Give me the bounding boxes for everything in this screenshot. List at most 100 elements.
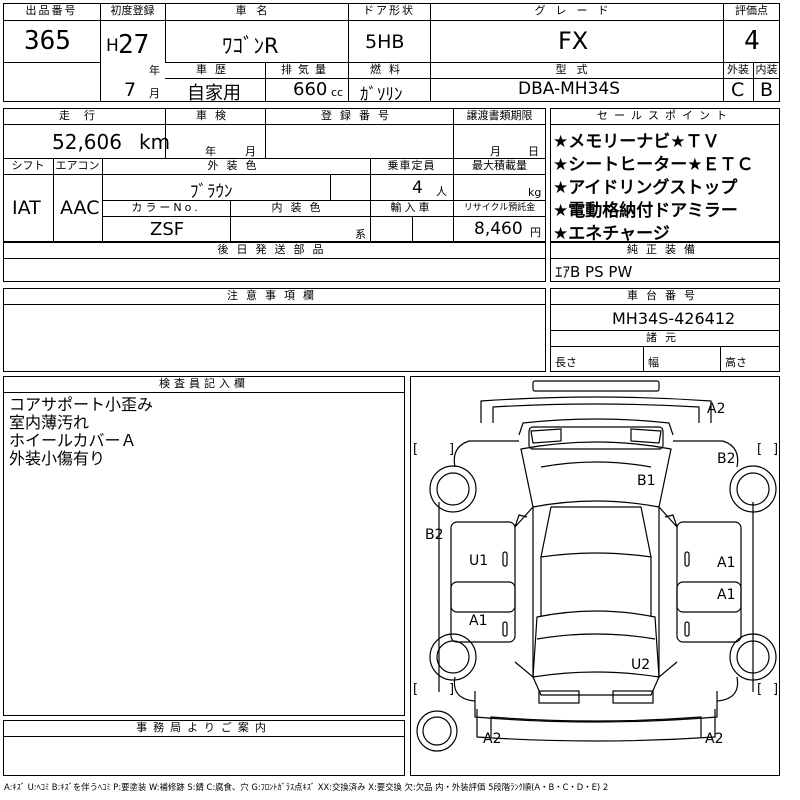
grade-value: FX <box>558 27 589 55</box>
name-value: ﾜｺﾞﾝR <box>222 34 279 58</box>
tire-icon <box>729 465 777 513</box>
interior-grade-label: 内装 <box>755 63 778 76</box>
later-parts-label: 後日発送部品 <box>217 243 332 256</box>
sales-point-item: ★電動格納付ドアミラー <box>553 201 738 221</box>
damage-mark: B2 <box>425 527 444 543</box>
plate-label: 登録番号 <box>321 109 397 122</box>
damage-mark: A2 <box>705 731 723 747</box>
caution-section <box>3 288 546 372</box>
sales-point-item: ★メモリーナビ★ＴＶ <box>553 132 720 152</box>
sales-point-item: ★エネチャージ <box>553 224 670 244</box>
fuel-label: 燃料 <box>370 63 408 76</box>
model-value: DBA-MH34S <box>518 79 621 99</box>
color-no-value: ZSF <box>150 219 185 240</box>
year-value: 27 <box>118 30 150 60</box>
mileage-label: 走行 <box>59 109 109 122</box>
chassis-value: MH34S-426412 <box>612 309 736 328</box>
brackets: [ ] [ ] [ ] [ ] <box>413 442 778 697</box>
seats-value: 4 <box>412 178 423 198</box>
history-value: 自家用 <box>187 83 241 104</box>
import-label: 輸入車 <box>390 201 433 214</box>
inspector-label: 検査員記入欄 <box>159 377 249 390</box>
damage-mark: A1 <box>717 587 735 603</box>
damage-mark: A1 <box>717 555 735 571</box>
lot-value: 365 <box>24 26 71 56</box>
mileage-value: 52,606 <box>52 130 122 154</box>
year-unit: 年 <box>149 64 160 77</box>
later-parts-section <box>3 242 546 282</box>
sales-point-item: ★シートヒーター★ＥＴＣ <box>553 155 754 175</box>
ac-value: AAC <box>60 197 100 219</box>
recycle-label: リサイクル預託金 <box>463 203 536 213</box>
displacement-unit: cc <box>331 86 344 99</box>
interior-grade-value: B <box>760 79 774 101</box>
recycle-value: 8,460 <box>474 219 523 239</box>
damage-mark: U1 <box>469 553 488 569</box>
bracket: [ <box>757 682 762 697</box>
bracket: ] <box>773 442 778 457</box>
tire-icon <box>429 465 477 513</box>
equipment-label: 純正装備 <box>627 243 703 256</box>
inspector-note: 室内薄汚れ <box>9 413 90 432</box>
era-letter: H <box>106 36 119 56</box>
office-notice-label: 事務局よりご案内 <box>136 721 272 734</box>
reg-label: 初度登録 <box>110 4 155 17</box>
door-value: 5HB <box>365 31 405 53</box>
ac-label: エアコン <box>55 159 100 172</box>
score-value: 4 <box>744 26 760 56</box>
int-color-label: 内装色 <box>271 201 329 214</box>
chassis-label: 車台番号 <box>627 289 703 302</box>
mileage-unit: km <box>139 130 171 154</box>
damage-mark: U2 <box>631 657 650 673</box>
header-section <box>3 3 780 102</box>
tire-icon <box>429 633 477 681</box>
caution-label: 注意事項欄 <box>227 289 322 302</box>
load-unit: kg <box>528 186 542 199</box>
car-outline-diagram: A2 B2 B1 B2 U1 A1 A1 A1 U2 A2 A2 [ ] [ ]… <box>413 380 778 752</box>
equipment-section <box>550 242 780 282</box>
inspector-note: ホイールカバーＡ <box>9 431 137 450</box>
lot-label: 出品番号 <box>25 4 78 17</box>
sales-points-section <box>550 108 780 242</box>
door-label: ドア形状 <box>363 4 415 17</box>
month-value: 7 <box>124 79 137 101</box>
spare-tire-icon <box>416 710 458 752</box>
seats-label: 乗車定員 <box>387 159 436 172</box>
damage-mark: B1 <box>637 473 656 489</box>
details-section <box>3 108 546 242</box>
tires <box>416 465 777 752</box>
inspector-note: 外装小傷有り <box>9 449 106 468</box>
load-label: 最大積載量 <box>472 159 527 172</box>
seats-unit: 人 <box>436 185 447 198</box>
color-no-label: カラーNo. <box>131 201 201 214</box>
damage-diagram: A2 B2 B1 B2 U1 A1 A1 A1 U2 A2 A2 [ ] [ ]… <box>410 376 780 776</box>
legend-text: A:ｷｽﾞ U:ﾍｺﾐ B:ｷｽﾞを伴うﾍｺﾐ P:要塗装 W:補修跡 S:錆 … <box>4 782 609 792</box>
int-color-unit: 系 <box>355 228 366 241</box>
height-label: 高さ <box>725 356 747 369</box>
inspector-note: コアサポート小歪み <box>9 395 154 414</box>
displacement-value: 660 <box>293 79 328 100</box>
exterior-grade-value: C <box>731 79 745 101</box>
inspector-section <box>3 376 405 716</box>
fuel-value: ｶﾞｿﾘﾝ <box>360 85 403 105</box>
inspection-year-unit: 年 <box>205 145 216 158</box>
shift-value: IAT <box>12 197 41 219</box>
tire-icon <box>729 633 777 681</box>
month-unit: 月 <box>149 87 160 100</box>
damage-mark: A2 <box>483 731 501 747</box>
recycle-unit: 円 <box>530 226 541 239</box>
transfer-day-unit: 日 <box>528 145 539 158</box>
sales-point-item: ★アイドリングストップ <box>553 178 738 198</box>
transfer-label: 譲渡書類期限 <box>466 109 533 122</box>
damage-marks: A2 B2 B1 B2 U1 A1 A1 A1 U2 A2 A2 <box>425 401 736 747</box>
width-label: 幅 <box>648 356 659 369</box>
bracket: [ <box>413 442 418 457</box>
bracket: ] <box>449 682 454 697</box>
bracket: ] <box>449 442 454 457</box>
shift-label: シフト <box>11 159 45 172</box>
name-label: 車名 <box>235 4 278 17</box>
grade-label: グレード <box>534 4 619 17</box>
displacement-label: 排気量 <box>281 63 332 76</box>
score-label: 評価点 <box>735 4 768 17</box>
model-label: 型式 <box>555 63 598 76</box>
